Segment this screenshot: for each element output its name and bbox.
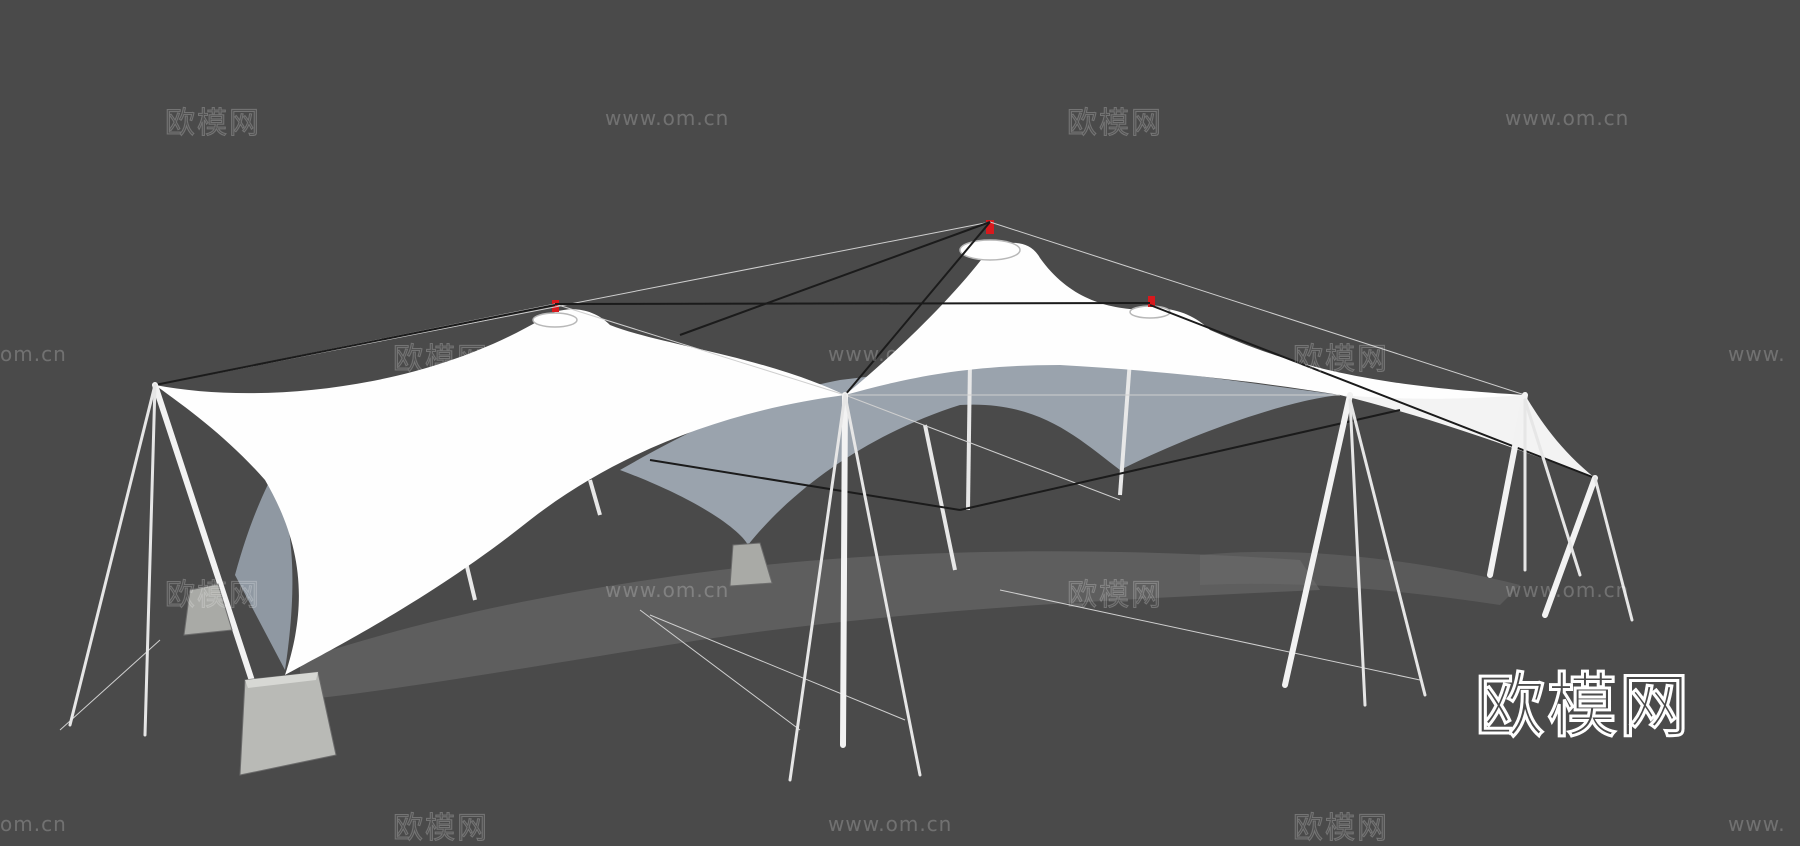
pole-caps xyxy=(552,220,1155,312)
mast-stays xyxy=(68,383,1634,782)
dark-cables xyxy=(154,221,1596,511)
main-masts xyxy=(152,382,1598,748)
ground-shadow xyxy=(300,551,1320,700)
brand-watermark: 欧模网 xyxy=(1474,664,1691,749)
membrane-underside-left xyxy=(235,470,293,670)
membrane-main xyxy=(155,242,1525,675)
membrane-right-wing xyxy=(1340,395,1595,478)
membrane-underside xyxy=(620,360,1340,545)
footings xyxy=(183,542,773,776)
